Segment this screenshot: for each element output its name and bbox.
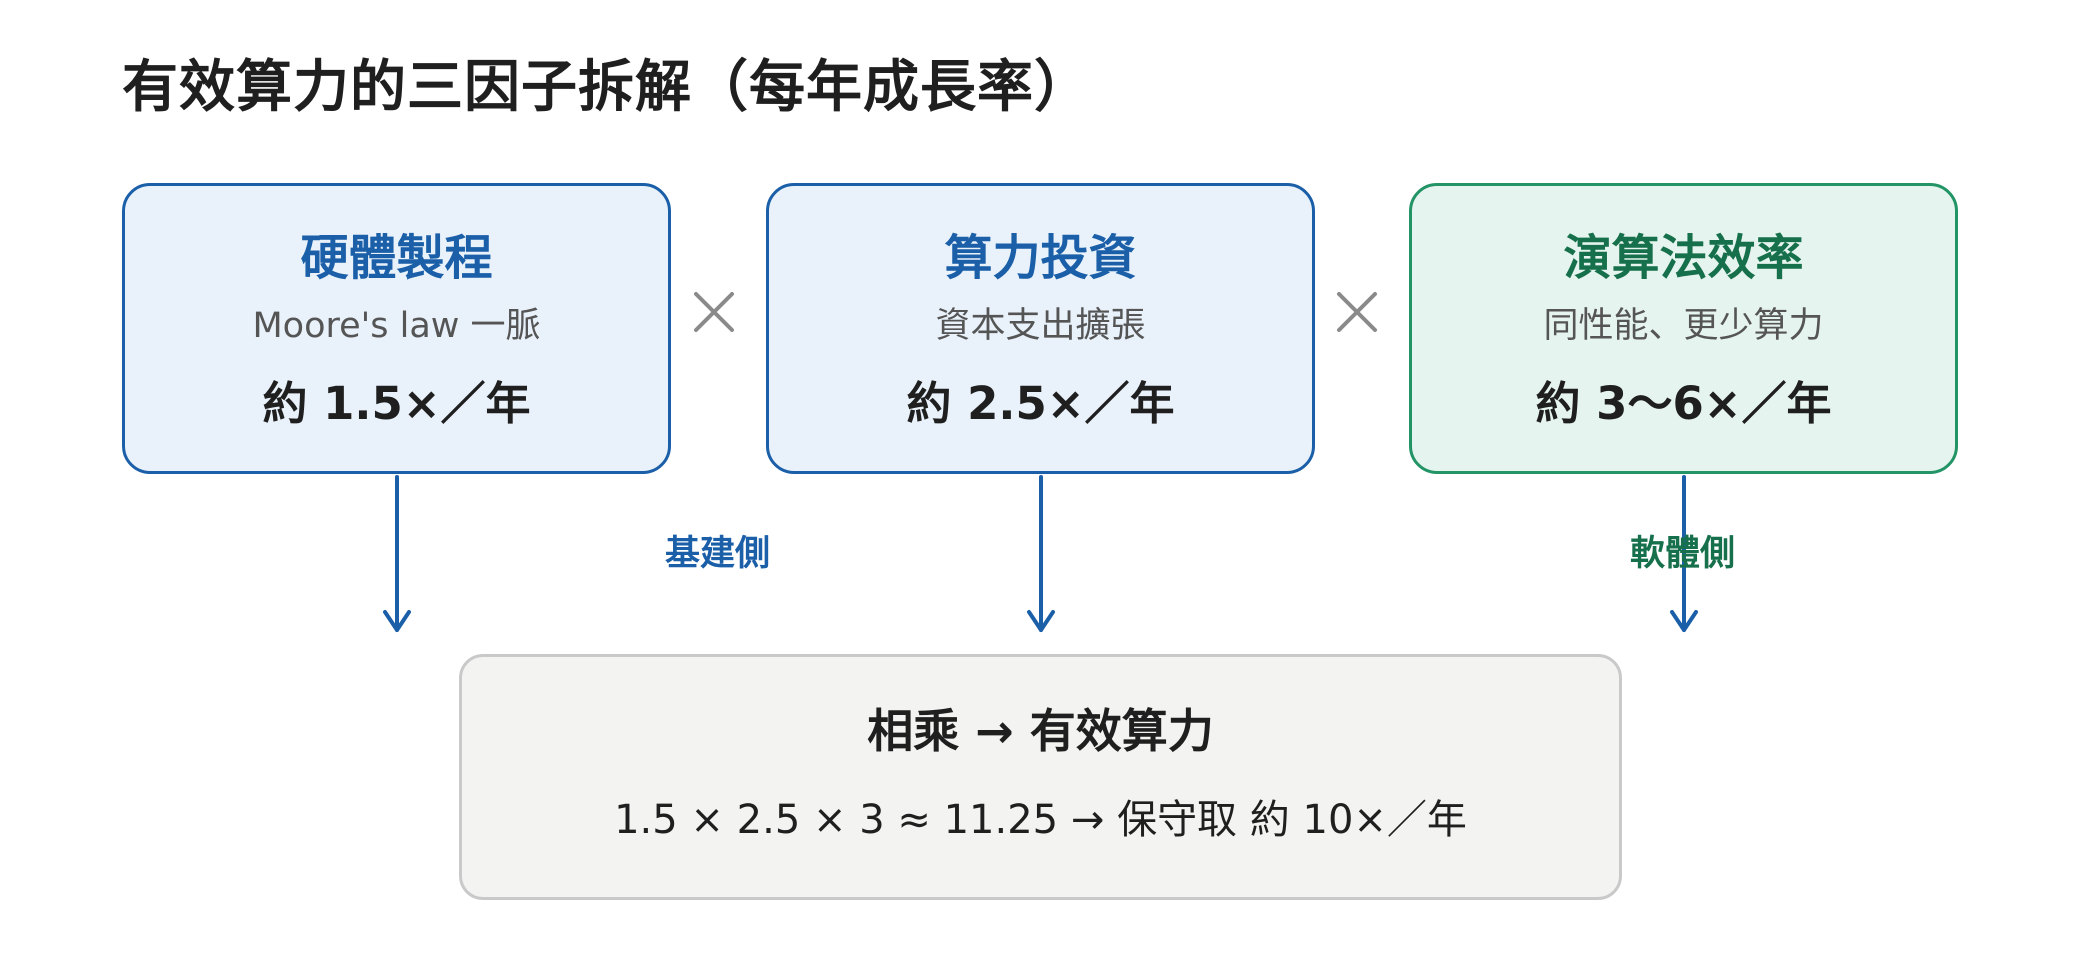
multiply-icon	[694, 292, 734, 332]
factor-rate-investment: 約 2.5×／年	[906, 377, 1175, 430]
factor-box-investment: 算力投資 資本支出擴張 約 2.5×／年	[766, 183, 1315, 474]
result-title: 相乘 → 有效算力	[867, 704, 1214, 758]
factor-box-algorithm: 演算法效率 同性能、更少算力 約 3〜6×／年	[1409, 183, 1958, 474]
factor-title-investment: 算力投資	[944, 230, 1137, 286]
factor-subtitle-investment: 資本支出擴張	[935, 306, 1146, 346]
arrow-head-hardware	[383, 610, 411, 632]
factor-box-hardware: 硬體製程 Moore's law 一脈 約 1.5×／年	[122, 183, 671, 474]
factor-rate-hardware: 約 1.5×／年	[262, 377, 531, 430]
factor-subtitle-algorithm: 同性能、更少算力	[1543, 306, 1824, 346]
arrow-head-algorithm	[1670, 610, 1698, 632]
result-formula: 1.5 × 2.5 × 3 ≈ 11.25 → 保守取 約 10×／年	[614, 797, 1467, 843]
page-title: 有效算力的三因子拆解（每年成長率）	[122, 55, 1091, 120]
label-software-side: 軟體側	[1630, 534, 1736, 574]
result-box: 相乘 → 有效算力 1.5 × 2.5 × 3 ≈ 11.25 → 保守取 約 …	[459, 654, 1622, 900]
multiply-icon	[1337, 292, 1377, 332]
factor-title-algorithm: 演算法效率	[1563, 230, 1804, 286]
factor-rate-algorithm: 約 3〜6×／年	[1535, 377, 1832, 430]
factor-title-hardware: 硬體製程	[300, 230, 493, 286]
label-infrastructure-side: 基建側	[665, 534, 771, 574]
factor-subtitle-hardware: Moore's law 一脈	[252, 306, 541, 346]
arrow-head-investment	[1027, 610, 1055, 632]
